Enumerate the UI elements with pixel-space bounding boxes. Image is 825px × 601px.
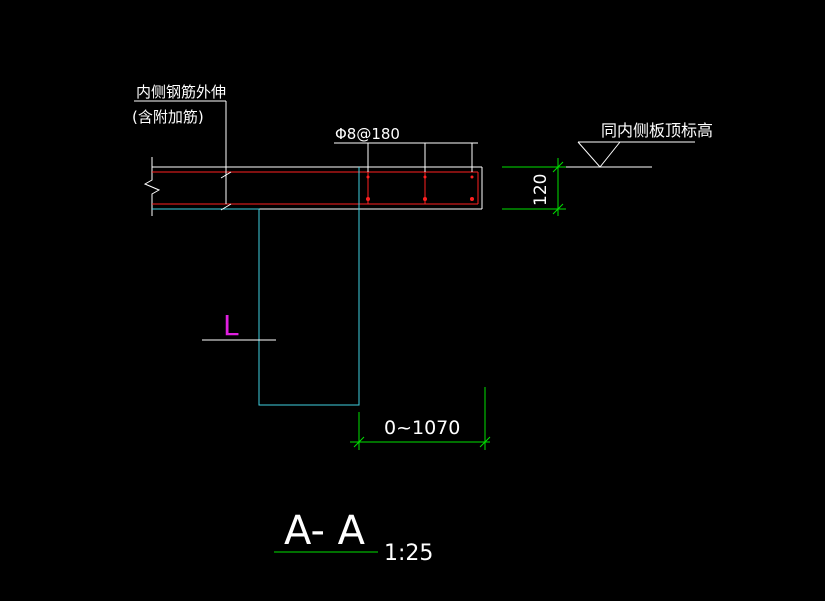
slab-outline	[152, 166, 483, 210]
slab-rebar	[152, 171, 479, 205]
section-title: A- A	[284, 508, 366, 554]
inner-rebar-label-line2: (含附加筋)	[132, 108, 204, 126]
rebar-spec-label: Φ8@180	[335, 125, 400, 143]
break-line	[143, 157, 161, 216]
span-label: 0~1070	[384, 417, 460, 439]
elevation-note: 同内侧板顶标高	[601, 121, 713, 140]
elevation-symbol	[555, 141, 695, 168]
thickness-label: 120	[531, 174, 551, 206]
inner-rebar-leader	[134, 100, 232, 211]
rebar-dots	[366, 175, 474, 201]
marker-label: L	[223, 309, 239, 342]
span-dimension	[350, 387, 491, 450]
beam-outline	[152, 167, 360, 406]
rebar-spec-leader	[334, 142, 478, 172]
inner-rebar-label-line1: 内侧钢筋外伸	[136, 83, 226, 101]
thickness-dimension	[502, 158, 566, 216]
scale-label: 1:25	[384, 541, 433, 566]
